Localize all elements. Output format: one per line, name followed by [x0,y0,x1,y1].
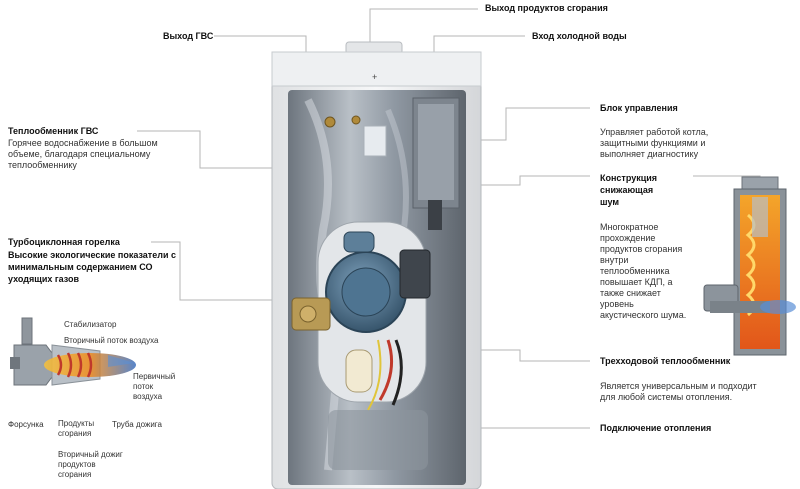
control-unit-line-3: выполняет диагностику [600,149,699,159]
dhw-outlet-label: Выход ГВС [163,31,214,41]
noise-line-7: также снижает [600,288,661,298]
three-pass-line-2: для любой системы отопления. [600,392,733,402]
heat-exchanger-cutaway [703,176,796,356]
heating-connection-title: Подключение отопления [600,423,712,433]
noise-title-line-3: шум [600,197,620,207]
secondary-afterburn-label: Вторичный дожиг продуктов сгорания [58,450,123,480]
noise-line-9: акустического шума. [600,310,687,320]
noise-title-line-2: снижающая [600,185,654,195]
primary-air-line-2: поток [133,382,154,391]
burner-title: Турбоциклонная горелка [8,237,120,247]
three-pass-title: Трехходовой теплообменник [600,356,731,366]
noise-title-line-1: Конструкция [600,173,658,183]
leader-exhaust [369,8,478,44]
noise-line-3: продуктов сгорания [600,244,683,254]
nozzle-label: Форсунка [8,420,44,429]
noise-line-4: внутри [600,255,629,265]
noise-line-5: теплообменника [600,266,670,276]
leader-dhw-exchanger [137,130,340,169]
burner-line-2: минимальным содержанием СО [8,262,153,272]
noise-reduction-title: Конструкция снижающая шум [600,172,657,208]
noise-line-2: прохождение [600,233,656,243]
combustion-products-label: Продукты сгорания [58,419,94,439]
dhw-exchanger-line-1: Горячее водоснабжение в большом [8,138,158,148]
noise-reduction-text: Многократное прохождение продуктов сгора… [600,222,686,321]
control-unit-line-1: Управляет работой котла, [600,127,709,137]
afterburn-tube-label: Труба дожига [112,420,162,429]
exhaust-outlet-label: Выход продуктов сгорания [485,3,608,13]
control-unit-title: Блок управления [600,103,678,113]
noise-line-6: повышает КДП, а [600,277,673,287]
svg-text:+: + [372,72,377,82]
cold-water-inlet-label: Вход холодной воды [532,31,627,41]
stabilizer-label: Стабилизатор [64,320,117,329]
dhw-exchanger-title: Теплообменник ГВС [8,126,99,136]
three-pass-line-1: Является универсальным и подходит [600,381,757,391]
boiler-photo: + [271,41,482,489]
leader-burner [151,241,318,301]
primary-air-line-3: воздуха [133,392,163,401]
control-unit-line-2: защитными функциями и [600,138,706,148]
combustion-products-line-1: Продукты [58,419,95,428]
noise-line-8: уровень [600,299,634,309]
secondary-afterburn-line-1: Вторичный дожиг [58,450,123,459]
dhw-exchanger-line-2: объеме, благодаря специальному [8,149,151,159]
dhw-exchanger-line-3: теплообменнику [8,160,77,170]
secondary-afterburn-line-3: сгорания [58,470,92,479]
secondary-air-label: Вторичный поток воздуха [64,336,159,345]
noise-line-1: Многократное [600,222,659,232]
burner-illustration [10,317,136,386]
burner-line-3: уходящих газов [8,274,80,284]
primary-air-label: Первичный поток воздуха [133,372,175,402]
primary-air-line-1: Первичный [133,372,176,381]
secondary-afterburn-line-2: продуктов [58,460,96,469]
combustion-products-line-2: сгорания [58,429,92,438]
burner-line-1: Высокие экологические показатели с [8,250,176,260]
